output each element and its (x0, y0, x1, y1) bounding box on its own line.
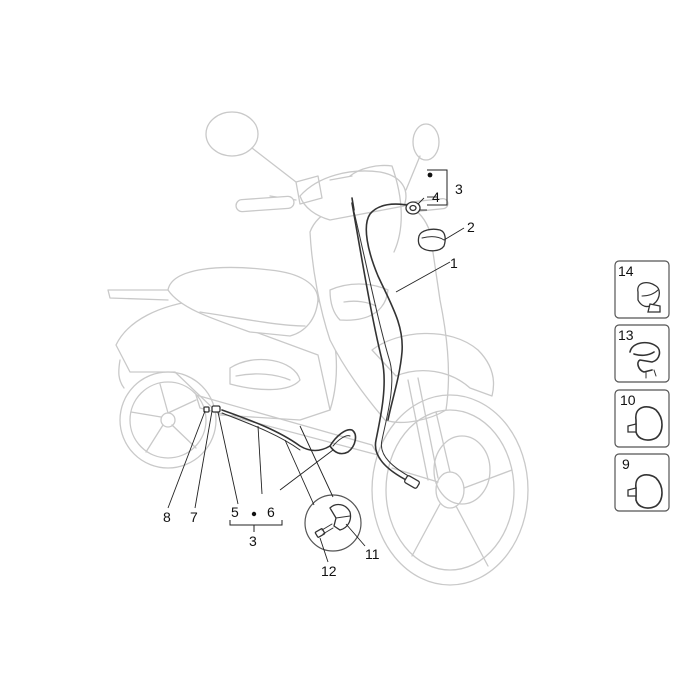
callout-14: 14 (618, 263, 634, 279)
callout-11: 11 (365, 546, 380, 562)
cable-end-fitting-icon (405, 201, 421, 215)
callout-6: 6 (267, 504, 275, 520)
group-brackets (229, 169, 448, 532)
leader-lines (167, 196, 465, 563)
callout-3-bottom: 3 (249, 533, 257, 549)
cable-clip-icon (329, 428, 357, 455)
callout-5: 5 (231, 504, 239, 520)
bullet-dot (427, 172, 433, 178)
side-box-14 (614, 260, 670, 319)
bullet-dot (251, 511, 257, 517)
side-box-9 (614, 453, 670, 512)
callout-4: 4 (432, 189, 440, 205)
callout-13: 13 (618, 327, 634, 343)
side-box-10 (614, 389, 670, 448)
scooter-outline-icon (107, 111, 529, 586)
callout-7: 7 (190, 509, 198, 525)
callout-1: 1 (450, 255, 458, 271)
screw-icon (314, 523, 334, 538)
callout-3-top: 3 (455, 181, 463, 197)
callout-labels: 1 2 3 4 5 6 3 7 8 11 12 14 13 10 9 (163, 181, 636, 579)
rubber-boot-icon (417, 228, 446, 252)
callout-9: 9 (622, 456, 630, 472)
rear-cable-icon (203, 405, 331, 452)
callout-8: 8 (163, 509, 171, 525)
brake-cable-icon (351, 197, 420, 489)
callout-10: 10 (620, 392, 636, 408)
side-box-13 (614, 324, 670, 383)
callout-2: 2 (467, 219, 475, 235)
detail-circle (304, 494, 362, 552)
callout-12: 12 (321, 563, 337, 579)
